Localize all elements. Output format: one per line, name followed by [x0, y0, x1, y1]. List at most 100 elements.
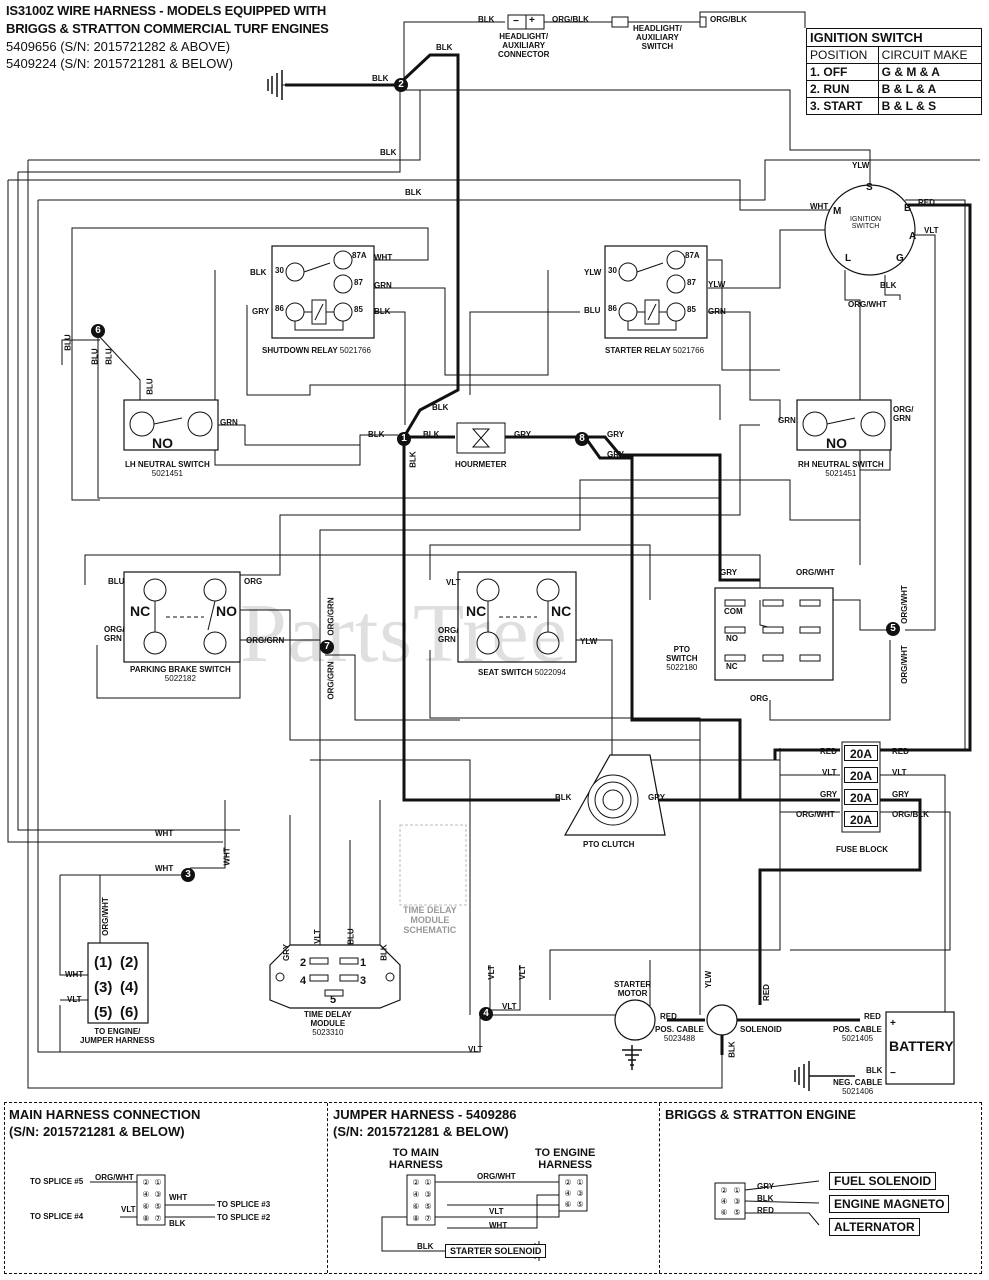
splice-1: 1 — [397, 432, 411, 446]
headlight-connector-plus: + — [529, 15, 535, 26]
wire-label: BLK — [368, 430, 385, 439]
title-line-3: 5409656 (S/N: 2015721282 & ABOVE) — [6, 39, 231, 54]
td-pin-2: 2 — [300, 957, 307, 969]
svg-text:④: ④ — [720, 1197, 727, 1206]
wiring-diagram — [7, 11, 980, 1091]
watermark: PartsTree — [240, 587, 568, 680]
st-relay-term-86: 86 — [608, 304, 617, 313]
st-relay-term-30: 30 — [608, 266, 617, 275]
wire-label: RED — [892, 747, 909, 756]
main-harness-title: MAIN HARNESS CONNECTION (S/N: 2015721281… — [9, 1107, 201, 1139]
svg-text:②: ② — [412, 1178, 419, 1187]
solenoid-label: SOLENOID — [740, 1025, 782, 1034]
wire-label: VLT — [924, 226, 939, 235]
section-divider — [659, 1103, 660, 1273]
td-pin-1: 1 — [360, 957, 367, 969]
wire-label: YLW — [852, 161, 870, 170]
svg-text:④: ④ — [412, 1190, 419, 1199]
title-line-1: IS3100Z WIRE HARNESS - MODELS EQUIPPED W… — [6, 3, 327, 18]
svg-text:⑧: ⑧ — [142, 1214, 149, 1223]
wire-label: GRN — [220, 418, 238, 427]
time-delay-schematic — [399, 824, 467, 906]
seat-switch-label: SEAT SWITCH 5022094 — [478, 668, 566, 677]
wire-label: WHT — [155, 864, 174, 873]
wire-label: VLT — [312, 929, 322, 944]
engine-connector-pins: (1)(2) (3)(4) (5)(6) — [94, 950, 150, 1025]
wire-label: GRY — [607, 430, 625, 439]
battery-plus: + — [890, 1018, 896, 1029]
battery-body — [885, 1011, 955, 1085]
wire-label: GRY — [607, 450, 625, 459]
pto-com: COM — [724, 607, 743, 616]
wire-label: ORG/WHT — [796, 568, 835, 577]
fuse-1: 20A — [844, 745, 878, 761]
wire-label: BLK — [478, 15, 495, 24]
wire-label: ORG — [244, 577, 263, 586]
jumper-to-engine: TO ENGINE HARNESS — [535, 1147, 596, 1171]
section-divider — [327, 1103, 328, 1273]
splice-6: 6 — [91, 324, 105, 338]
sd-relay-term-85: 85 — [354, 305, 363, 314]
wire-label: YLW — [584, 268, 602, 277]
engine-magneto: ENGINE MAGNETO — [829, 1195, 950, 1213]
wire-label: GRY — [720, 568, 738, 577]
time-delay-housing — [269, 944, 401, 1009]
wire-label: VLT — [67, 995, 82, 1004]
wire-label: YLW — [704, 970, 714, 989]
wire-label: ORG/ GRN — [893, 405, 914, 423]
svg-text:④: ④ — [564, 1189, 571, 1198]
main-splice-2: TO SPLICE #2 — [217, 1213, 271, 1222]
wire-label: YLW — [708, 280, 726, 289]
wire-label: RED — [864, 1012, 881, 1021]
svg-text:③: ③ — [733, 1197, 740, 1206]
wire-label: ORG/WHT — [848, 300, 887, 309]
wire-label: WHT — [155, 829, 174, 838]
wire-label: RED — [660, 1012, 677, 1021]
svg-text:⑥: ⑥ — [142, 1202, 149, 1211]
wire-label: BLU — [108, 577, 125, 586]
rh-neutral-state: NO — [826, 435, 847, 451]
fuse-2: 20A — [844, 767, 878, 783]
wire-label: BLK — [380, 148, 397, 157]
wire-label: BLU — [584, 306, 601, 315]
ignition-row-start-make: B & L & S — [877, 97, 983, 115]
wire-label: BLK — [880, 281, 897, 290]
svg-text:②: ② — [720, 1186, 727, 1195]
wire-label: GRY — [648, 793, 666, 802]
parking-brake-no: NO — [216, 603, 237, 619]
wire-label: BLK — [405, 188, 422, 197]
wire-label: VLT — [486, 965, 496, 980]
conn-pin-2: (2) — [120, 954, 139, 971]
shutdown-relay-label: SHUTDOWN RELAY 5021766 — [262, 346, 371, 355]
sd-relay-term-30: 30 — [275, 266, 284, 275]
wire-label: RED — [820, 747, 837, 756]
svg-text:⑥: ⑥ — [412, 1202, 419, 1211]
main-splice-5: TO SPLICE #5 — [30, 1177, 84, 1186]
wire-label: BLK — [727, 1041, 737, 1058]
wire-label: BLK — [169, 1219, 186, 1228]
ignition-row-run-make: B & L & A — [877, 80, 983, 98]
fuse-4: 20A — [844, 811, 878, 827]
ignition-table-title: IGNITION SWITCH — [806, 28, 982, 47]
wire-label: BLK — [757, 1194, 774, 1203]
td-pin-3: 3 — [360, 975, 367, 987]
wire-label: RED — [761, 984, 771, 1001]
wire-label: WHT — [65, 970, 84, 979]
svg-text:①: ① — [576, 1178, 583, 1187]
svg-text:②: ② — [142, 1178, 149, 1187]
wire-label: ORG/WHT — [899, 645, 909, 684]
svg-text:⑥: ⑥ — [720, 1208, 727, 1217]
pto-clutch-label: PTO CLUTCH — [583, 840, 635, 849]
wire-label: VLT — [502, 1002, 517, 1011]
splice-4: 4 — [479, 1007, 493, 1021]
ignition-switch-body — [824, 184, 916, 276]
wire-label: ORG/WHT — [100, 897, 110, 936]
